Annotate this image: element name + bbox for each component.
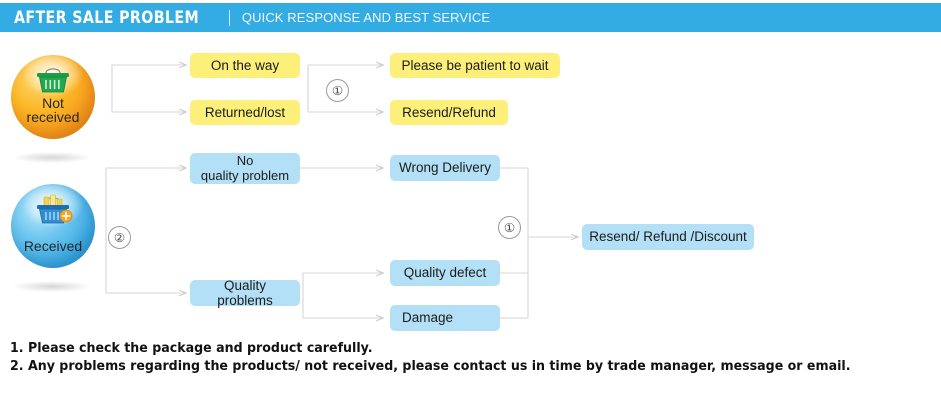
node-quality-problems[interactable]: Quality problems [190,278,300,308]
header-divider [228,9,230,26]
footer-notes: 1. Please check the package and product … [10,340,930,377]
header-subtitle: QUICK RESPONSE AND BEST SERVICE [241,10,491,25]
received-orb-shadow [13,281,91,292]
not-received-label: Not received [26,94,80,126]
node-please-be-patient[interactable]: Please be patient to wait [390,53,560,78]
not-received-orb-shadow [13,152,91,163]
step-marker-1-top: ① [326,79,349,102]
step-marker-1-right: ① [498,216,521,239]
received-orb: Received [11,184,95,268]
shopping-basket-filled-icon [37,194,73,224]
footer-note-2: 2. Any problems regarding the products/ … [10,359,851,375]
shopping-basket-icon [37,68,69,93]
node-damage[interactable]: Damage [390,305,500,331]
node-no-quality-problem[interactable]: No quality problem [190,153,300,184]
node-resend-refund-discount[interactable]: Resend/ Refund /Discount [582,224,754,250]
node-on-the-way[interactable]: On the way [190,53,300,78]
node-wrong-delivery[interactable]: Wrong Delivery [390,155,500,181]
not-received-orb: Not received [11,55,95,139]
flow-diagram: Not received [0,32,941,337]
page-title: AFTER SALE PROBLEM [14,7,199,28]
received-label: Received [23,238,83,255]
node-returned-lost[interactable]: Returned/lost [190,100,300,125]
footer-note-1: 1. Please check the package and product … [10,341,373,356]
header-bar: AFTER SALE PROBLEM QUICK RESPONSE AND BE… [0,3,941,32]
node-resend-refund[interactable]: Resend/Refund [390,100,508,125]
node-quality-defect[interactable]: Quality defect [390,260,500,286]
step-marker-2-left: ② [108,226,131,249]
